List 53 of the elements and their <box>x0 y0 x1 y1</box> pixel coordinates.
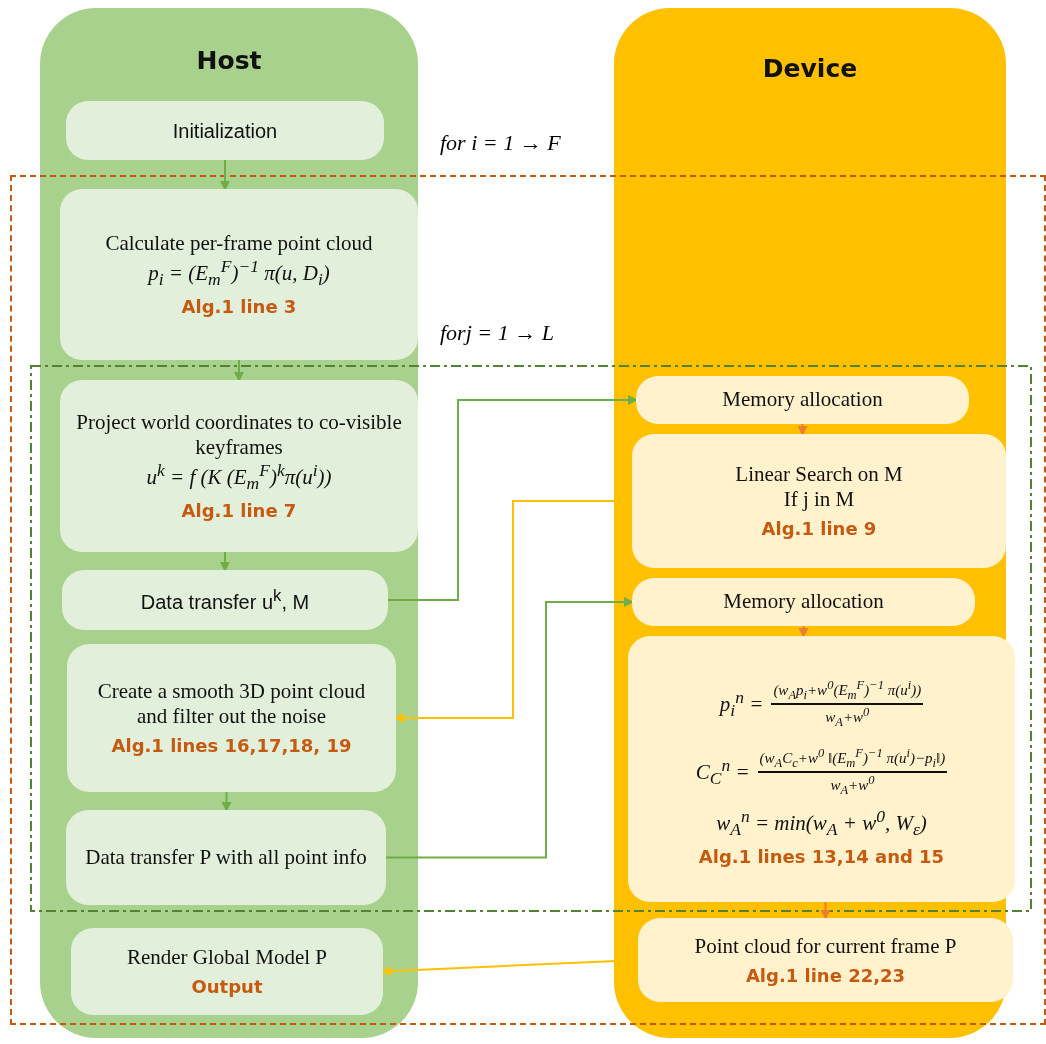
arrow <box>798 625 809 638</box>
process-box <box>71 928 383 1015</box>
arrow <box>220 159 230 191</box>
loop-label: for i = 1 → F <box>440 130 561 156</box>
process-box <box>638 918 1013 1002</box>
process-box <box>636 376 969 424</box>
box-text: If j in M <box>783 487 855 513</box>
box-text: Memory allocation <box>723 589 884 615</box>
process-box <box>67 644 396 792</box>
formula-text: (w$_{A}$p$_{i}$+w$^{0}$(E$_{m}$$^{F}$)$^{−1}$ π(u$^{i}$)) <box>771 678 924 706</box>
box-text: Memory allocation <box>722 387 883 413</box>
box-text: Point cloud for current frame P <box>694 933 957 959</box>
reference-text: Alg.1 line 3 <box>181 296 297 318</box>
formula-text: (w$_{A}$C$_{c}$+w$^{0}$ ‖(E$_{m}$$^{F}$)$^{−1}$ π(u$^{i}$)−p$_{i}$‖) <box>757 746 948 774</box>
box-text: Data transfer u$^{k}$, M <box>140 586 310 614</box>
process-box <box>60 189 418 360</box>
process-box <box>60 380 418 552</box>
formula-text: w$_{A}$+w$^{0}$ <box>830 773 875 799</box>
reference-text: Alg.1 line 9 <box>761 518 877 540</box>
formula-text: p$_{i}$$^{n}$ = <box>719 687 764 722</box>
reference-text: Alg.1 lines 16,17,18, 19 <box>111 735 352 757</box>
lane-title: Device <box>761 54 859 83</box>
process-box <box>628 636 1015 902</box>
formula-text: p$_{i}$ = (E$_{m}$$^{F}$)$^{−1}$ π(u, D$_{i}$) <box>148 256 330 291</box>
formula-text: w$_{A}$$^{n}$ = min(w$_{A}$ + w$^{0}$, W$_{ε}$) <box>716 806 927 841</box>
host-lane <box>40 8 418 1038</box>
arrow <box>387 395 638 601</box>
process-box <box>66 810 386 905</box>
arrow <box>820 901 831 920</box>
box-text: Data transfer P with all point info <box>85 844 367 871</box>
reference-text: Alg.1 lines 13,14 and 15 <box>698 846 945 868</box>
reference-text: Alg.1 line 22,23 <box>745 964 906 987</box>
formula-text: u$^{k}$ = f (K (E$_{m}$$^{F}$)$^{k}$π(u$^{i}$)) <box>146 460 332 495</box>
reference-text: Output <box>191 976 263 998</box>
box-text: Render Global Model P <box>126 945 328 971</box>
process-box <box>66 101 384 160</box>
loop-label: forj = 1 → L <box>440 320 554 346</box>
process-box <box>632 578 975 626</box>
arrow <box>234 359 244 382</box>
lane-title: Host <box>195 46 263 75</box>
arrow <box>220 551 230 572</box>
arrow <box>385 597 634 859</box>
formula-text: w$_{A}$+w$^{0}$ <box>825 705 870 731</box>
process-box <box>632 434 1006 568</box>
arrow <box>797 423 808 436</box>
reference-text: Alg.1 line 7 <box>181 500 297 523</box>
formula-text: C$_{C}$$^{n}$ = <box>695 755 750 790</box>
box-text: Initialization <box>172 118 278 143</box>
box-text: Linear Search on M <box>735 462 903 488</box>
process-box <box>62 570 388 630</box>
box-text: Calculate per-frame point cloud <box>105 231 373 257</box>
arrow <box>221 791 232 812</box>
box-text: Create a smooth 3D point cloud and filter out the noise <box>96 679 367 730</box>
